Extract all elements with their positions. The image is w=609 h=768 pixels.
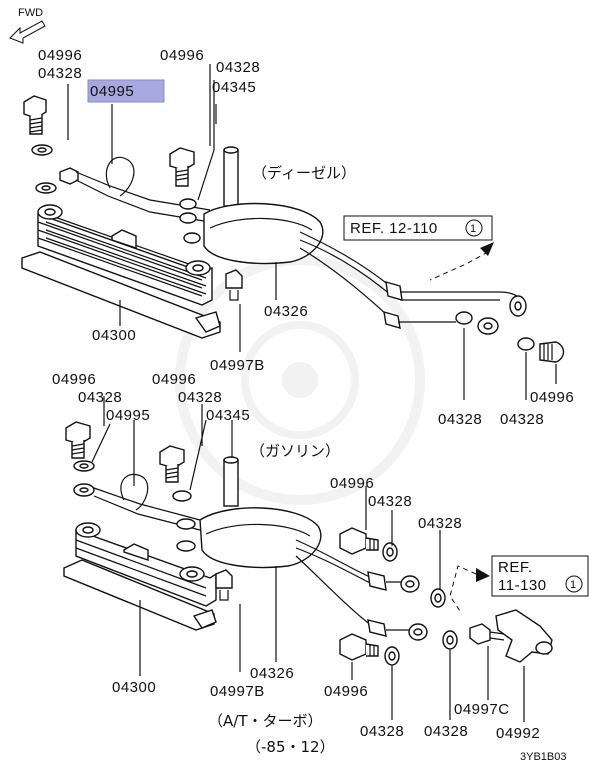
ref-bottom-arrow-icon <box>476 568 490 582</box>
label-04328-top-d: 04328 <box>500 411 544 428</box>
cooler-hoses-bottom <box>73 473 201 552</box>
oil-cooler-04300-top <box>21 204 221 339</box>
ref-top-arrow-icon <box>480 242 494 256</box>
ref-top-text: REF. 12-110 <box>350 220 438 237</box>
pipe-04345-bottom <box>223 456 239 507</box>
fwd-label: FWD <box>18 7 43 19</box>
hose-assembly-04326-bottom <box>199 507 428 641</box>
label-04328-top-b: 04328 <box>216 59 260 76</box>
highlight-box <box>87 79 165 103</box>
label-04300-top: 04300 <box>92 327 136 344</box>
label-04996-bottom-c: 04996 <box>330 475 374 492</box>
label-04326-bottom: 04326 <box>250 665 294 682</box>
fwd-indicator: FWD <box>9 7 46 44</box>
bracket-04992 <box>469 609 553 663</box>
date-label: （-85・12） <box>246 738 335 756</box>
bolt-04997b-bottom <box>215 569 233 601</box>
hose-assembly-04326-top <box>203 202 527 329</box>
label-04997b-top: 04997B <box>210 357 265 374</box>
gasoline-label: （ガソリン） <box>250 442 340 460</box>
bolt-04996-bottom-center <box>159 445 192 502</box>
ref-bottom-line2: 11-130 <box>498 577 547 594</box>
label-04328-bottom-a: 04328 <box>78 389 122 406</box>
spec-label: （A/T・ターボ） <box>208 712 322 730</box>
watermark-emblem <box>175 255 425 505</box>
oil-cooler-04300-bottom <box>63 522 217 631</box>
label-04996-top-a: 04996 <box>38 47 82 64</box>
gasoline-assembly: REF. 11-130 1 049 <box>52 371 589 763</box>
label-04997b-bottom: 04997B <box>210 683 265 700</box>
leader-lines-top <box>67 64 557 400</box>
fwd-arrow-icon <box>9 20 46 44</box>
bolt-04996-bottom-left <box>65 421 95 472</box>
diesel-assembly: REF. 12-110 1 04996 04328 04995 04996 04… <box>21 47 574 428</box>
label-04996-top-b: 04996 <box>160 47 204 64</box>
label-04328-bottom-d: 04328 <box>418 515 462 532</box>
label-04345-bottom: 04345 <box>206 407 250 424</box>
label-04326-top: 04326 <box>264 303 308 320</box>
leader-lines-bottom <box>91 396 525 722</box>
cooler-hoses-top <box>59 156 211 244</box>
label-04300-bottom: 04300 <box>112 679 156 696</box>
label-04996-top-c: 04996 <box>530 389 574 406</box>
label-04995-top[interactable]: 04995 <box>90 83 134 100</box>
pipe-04345-top <box>223 146 239 207</box>
label-04328-top-a: 04328 <box>38 65 82 82</box>
bolt-04996-top-center <box>169 147 195 187</box>
figure-code: 3YB1B03 <box>520 751 566 763</box>
label-04996-bottom-a: 04996 <box>52 371 96 388</box>
label-04996-bottom-b: 04996 <box>152 371 196 388</box>
label-04997c: 04997C <box>454 701 510 718</box>
ref-top-circled: 1 <box>470 223 476 235</box>
label-04328-bottom-e: 04328 <box>360 723 404 740</box>
ref-box-top: REF. 12-110 1 <box>343 215 494 281</box>
label-04328-bottom-f: 04328 <box>424 723 468 740</box>
label-04995-bottom: 04995 <box>106 407 150 424</box>
bolt-04996-bottom-lower <box>339 630 458 666</box>
ref-bottom-circled: 1 <box>570 579 576 591</box>
ref-bottom-line1: REF. <box>498 559 533 576</box>
label-04992: 04992 <box>496 725 540 742</box>
bolt-04997b-top <box>225 269 243 301</box>
label-04328-bottom-b: 04328 <box>178 389 222 406</box>
label-04328-bottom-c: 04328 <box>368 493 412 510</box>
bolt-04996-bottom-mid <box>339 527 446 608</box>
label-04328-top-c: 04328 <box>438 411 482 428</box>
fittings-top-right <box>455 311 565 363</box>
label-04345-top: 04345 <box>212 79 256 96</box>
label-04996-bottom-d: 04996 <box>324 683 368 700</box>
bolt-04996-top-left <box>23 95 57 194</box>
diesel-label: （ディーゼル） <box>252 164 356 182</box>
ref-box-bottom: REF. 11-130 1 <box>449 555 589 615</box>
